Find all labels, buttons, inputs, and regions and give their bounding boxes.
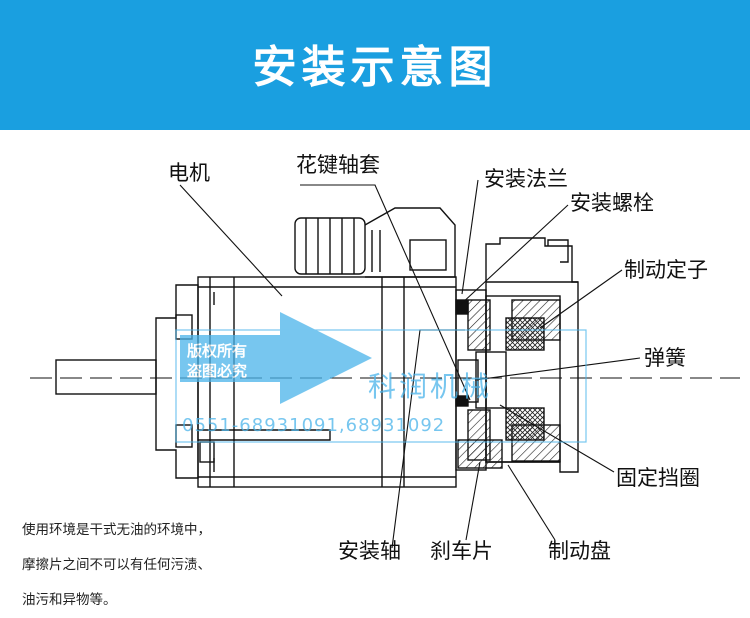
leader-brake-disc	[507, 464, 556, 541]
leader-fixed-ring	[499, 404, 615, 473]
label-motor: 电机	[168, 161, 210, 185]
watermark: 版权所有 盗图必究 科润机械 0551-68931091,68931092	[175, 312, 587, 443]
watermark-phone: 0551-68931091,68931092	[182, 415, 445, 436]
label-mount-bolt: 安装螺栓	[570, 191, 654, 215]
label-spline-sleeve: 花键轴套	[296, 153, 380, 177]
label-brake-stator: 制动定子	[624, 258, 708, 282]
motor-shaft	[55, 359, 157, 395]
page-title: 安装示意图	[252, 42, 498, 93]
label-fixed-ring: 固定挡圈	[616, 466, 700, 490]
note-line: 摩擦片之间不可以有任何污渍、	[22, 557, 211, 573]
leader-brake-stator	[539, 269, 623, 329]
leader-spring	[474, 357, 641, 381]
brake-unit	[455, 237, 579, 473]
note-line: 油污和异物等。	[22, 592, 117, 608]
label-brake-pad: 刹车片	[430, 539, 493, 563]
watermark-arrow-icon	[180, 312, 372, 404]
watermark-company: 科润机械	[368, 370, 492, 403]
title-banner	[0, 0, 750, 130]
label-mount-flange: 安装法兰	[484, 167, 568, 191]
leader-brake-pad	[465, 461, 481, 541]
leader-spline-sleeve	[300, 184, 471, 401]
note-line: 使用环境是干式无油的环境中，	[22, 522, 211, 538]
label-brake-disc: 制动盘	[548, 539, 611, 563]
usage-note: 使用环境是干式无油的环境中， 摩擦片之间不可以有任何污渍、 油污和异物等。	[22, 513, 342, 618]
leader-motor	[179, 184, 283, 297]
label-mount-shaft: 安装轴	[338, 539, 401, 563]
leader-mount-bolt	[459, 204, 569, 306]
watermark-copyright-1: 版权所有	[187, 342, 247, 360]
watermark-copyright-2: 盗图必究	[187, 362, 247, 380]
label-spring: 弹簧	[644, 346, 686, 370]
leader-mount-flange	[461, 179, 479, 295]
motor-connector	[294, 207, 456, 278]
